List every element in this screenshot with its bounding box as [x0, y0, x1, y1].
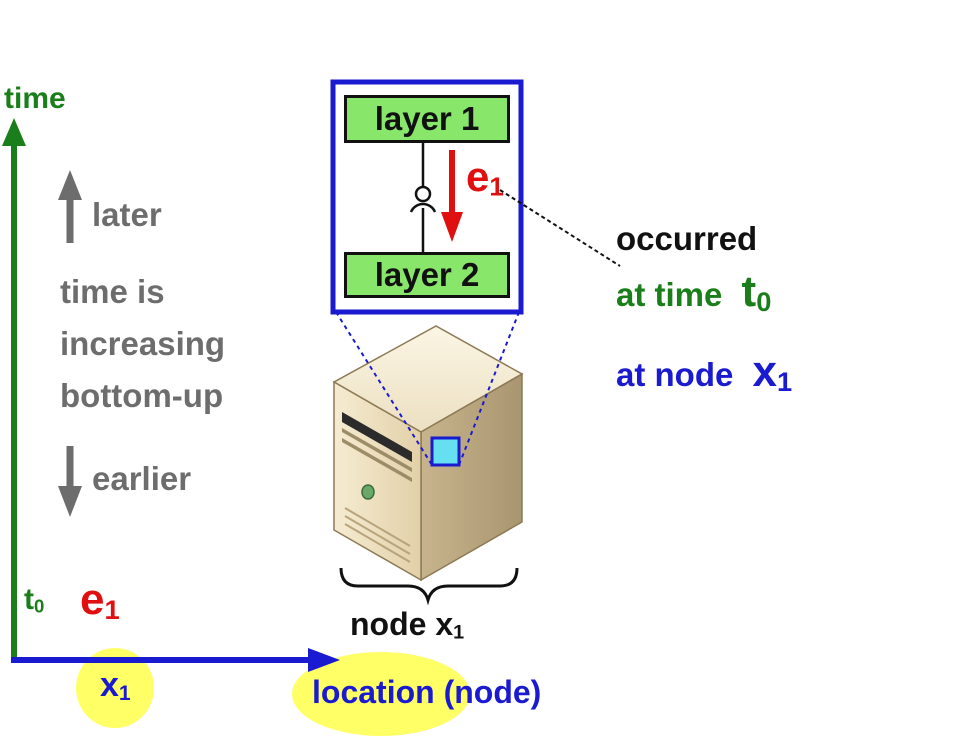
annotation-leader	[499, 189, 621, 267]
earlier-arrow-icon	[58, 446, 82, 517]
later-arrow-icon	[58, 170, 82, 243]
layer-connection	[409, 142, 437, 252]
zoom-frame	[330, 79, 524, 315]
zoom-lines	[335, 311, 520, 466]
server-icon	[332, 325, 524, 582]
zoom-source-marker	[430, 436, 461, 467]
diagram-graphics	[2, 79, 621, 672]
node-brace	[339, 567, 519, 606]
layer-2-box: layer 2	[344, 252, 510, 298]
time-axis	[2, 118, 26, 662]
at-node-label: at node x1	[616, 347, 793, 397]
x1-axis-label: x1	[100, 666, 131, 705]
at-time-label: at time t0	[616, 267, 772, 317]
location-axis	[11, 648, 340, 672]
layer-2-label: layer 2	[374, 256, 480, 293]
time-direction-line1: time is	[60, 273, 165, 310]
time-direction-line2: increasing	[60, 325, 226, 362]
occurred-label: occurred	[616, 220, 758, 257]
t0-axis-label: t0	[24, 583, 45, 617]
later-label: later	[92, 196, 162, 233]
node-label: node x1	[350, 606, 465, 644]
layer-1-label: layer 1	[374, 100, 480, 137]
event-arrow-icon	[441, 150, 463, 242]
earlier-label: earlier	[92, 460, 192, 497]
location-axis-label: location (node)	[312, 674, 542, 710]
time-axis-label: time	[4, 82, 66, 115]
time-direction-line3: bottom-up	[60, 377, 224, 414]
event-marker-label: e1	[80, 575, 120, 625]
zoom-event-label: e1	[466, 153, 504, 202]
layer-1-box: layer 1	[344, 95, 510, 143]
